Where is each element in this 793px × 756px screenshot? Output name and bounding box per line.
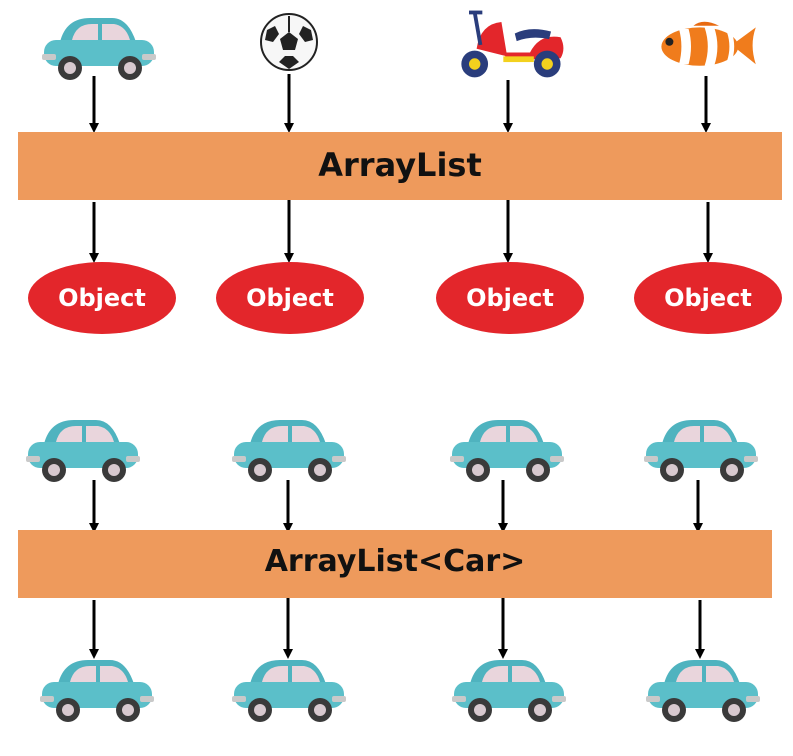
- object-label: Object: [58, 284, 146, 312]
- arraylist-car-label: ArrayList<Car>: [264, 544, 526, 579]
- car-icon: [228, 414, 348, 484]
- car-icon: [22, 414, 142, 484]
- object-oval: Object: [28, 262, 176, 334]
- car-icon: [228, 654, 348, 724]
- car-icon: [38, 12, 158, 82]
- arraylist-band: ArrayList: [18, 132, 782, 200]
- arraylist-car-band: ArrayList<Car>: [18, 530, 772, 598]
- object-oval: Object: [216, 262, 364, 334]
- object-label: Object: [664, 284, 752, 312]
- clownfish-icon: [655, 20, 759, 70]
- object-label: Object: [246, 284, 334, 312]
- car-icon: [642, 654, 762, 724]
- object-label: Object: [466, 284, 554, 312]
- car-icon: [446, 414, 566, 484]
- car-icon: [36, 654, 156, 724]
- scooter-icon: [448, 4, 572, 82]
- object-oval: Object: [634, 262, 782, 334]
- car-icon: [640, 414, 760, 484]
- car-icon: [448, 654, 568, 724]
- object-oval: Object: [436, 262, 584, 334]
- soccer-ball-icon: [259, 12, 319, 72]
- arraylist-label: ArrayList: [318, 146, 482, 184]
